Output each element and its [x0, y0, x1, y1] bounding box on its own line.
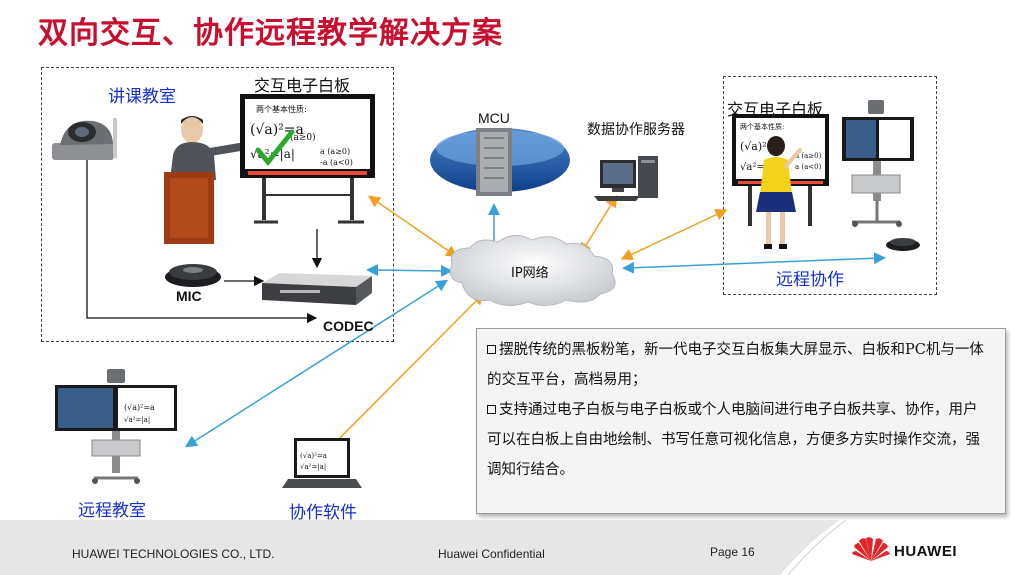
svg-text:a (a≥0): a (a≥0)	[795, 152, 822, 160]
svg-text:√a²=|a|: √a²=|a|	[124, 416, 150, 424]
connection-lines	[86, 160, 886, 451]
lecture-board-heading: 两个基本性质:	[256, 105, 307, 114]
lecture-whiteboard-label: 交互电子白板	[254, 76, 351, 95]
codec-device-icon	[262, 273, 372, 305]
svg-text:a (a≥0): a (a≥0)	[320, 147, 350, 156]
lecture-room-label: 讲课教室	[108, 87, 176, 107]
footer-wave-decoration	[780, 520, 1023, 575]
remote-classroom-label: 远程教室	[78, 501, 146, 521]
remote-collab-label: 远程协作	[776, 270, 844, 290]
info-bullet-2: 支持通过电子白板与电子白板或个人电脑间进行电子白板共享、协作，用户可以在白板上自…	[487, 402, 980, 478]
remote-collab-box	[723, 76, 937, 295]
remote-whiteboard-label: 交互电子白板	[727, 100, 824, 119]
footer-confidential: Huawei Confidential	[438, 547, 545, 561]
mcu-label: MCU	[478, 110, 510, 126]
laptop-icon: (√a)²=a √a²=|a|	[282, 438, 362, 488]
video-camera-icon	[52, 118, 117, 160]
page-number: Page 16	[710, 545, 755, 559]
svg-text:-a (a<0): -a (a<0)	[320, 158, 353, 167]
cloud-label: IP网络	[511, 266, 549, 281]
remote-board-heading: 两个基本性质:	[740, 123, 785, 131]
huawei-brand-text: HUAWEI	[894, 543, 957, 560]
square-bullet-icon	[487, 405, 496, 414]
svg-text:(√a)²=a: (√a)²=a	[124, 403, 155, 412]
info-panel: 摆脱传统的黑板粉笔，新一代电子交互白板集大屏显示、白板和PC机与一体的交互平台，…	[476, 328, 1006, 514]
remote-microphone-icon	[886, 238, 920, 251]
server-label: 数据协作服务器	[587, 122, 685, 138]
huawei-logo-icon	[852, 537, 890, 561]
ip-network-cloud-icon	[449, 235, 616, 306]
svg-text:(√a)²=a: (√a)²=a	[300, 452, 327, 460]
server-computer-icon	[594, 156, 658, 201]
collab-software-label: 协作软件	[289, 503, 357, 523]
lecture-whiteboard: (√a)²=a (a≥0) √a²=|a| a (a≥0) -a (a<0)	[240, 94, 375, 224]
svg-text:a (a<0): a (a<0)	[795, 163, 822, 171]
footer-company: HUAWEI TECHNOLOGIES CO., LTD.	[72, 547, 275, 561]
svg-text:√a²=|a|: √a²=|a|	[740, 162, 777, 173]
svg-text:√a²=|a|: √a²=|a|	[300, 463, 326, 471]
mic-label: MIC	[176, 288, 202, 304]
square-bullet-icon	[487, 345, 496, 354]
video-terminal-stand-icon	[842, 100, 914, 227]
mcu-device-icon	[430, 128, 570, 196]
page-title: 双向交互、协作远程教学解决方案	[38, 16, 503, 51]
svg-text:(a≥0): (a≥0)	[290, 132, 316, 143]
info-bullet-1: 摆脱传统的黑板粉笔，新一代电子交互白板集大屏显示、白板和PC机与一体的交互平台，…	[487, 342, 984, 388]
microphone-icon	[165, 264, 221, 287]
teacher-figure	[164, 116, 250, 244]
student-figure	[756, 136, 802, 249]
remote-classroom-terminal-icon: (√a)²=a √a²=|a|	[55, 369, 177, 484]
codec-label: CODEC	[323, 318, 374, 334]
